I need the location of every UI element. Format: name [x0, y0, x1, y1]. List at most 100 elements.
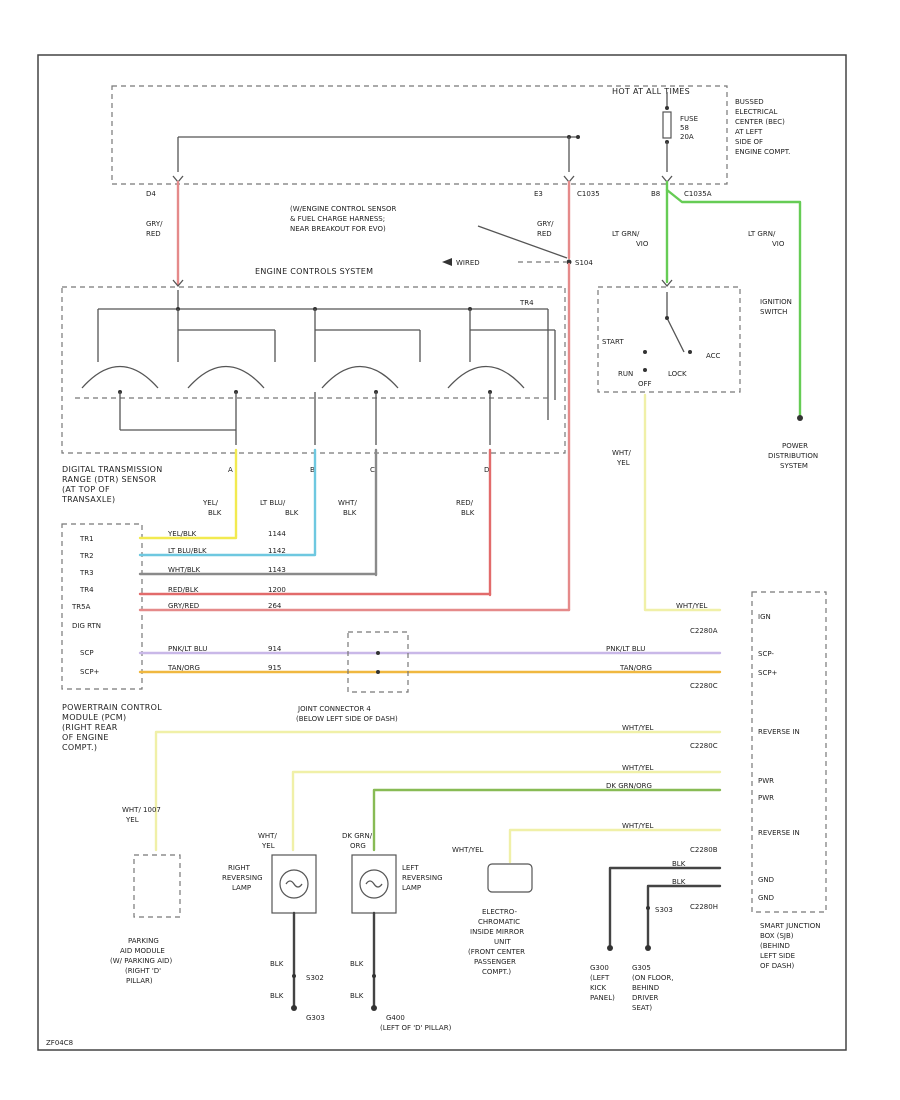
svg-text:SWITCH: SWITCH [760, 308, 787, 316]
g400-label: (LEFT OF 'D' PILLAR) [380, 1024, 452, 1032]
svg-text:YEL/BLK: YEL/BLK [167, 530, 197, 538]
sjb-connectors: C2280A C2280C C2280C C2280B C2280H [690, 627, 718, 911]
svg-text:DIGITAL TRANSMISSION: DIGITAL TRANSMISSION [62, 465, 163, 474]
sensor-pin-d: D [484, 466, 489, 474]
svg-text:(RIGHT 'D': (RIGHT 'D' [125, 967, 161, 975]
fuse-dot [665, 106, 669, 110]
s302-label: S302 [306, 974, 324, 982]
svg-text:SCP+: SCP+ [80, 668, 100, 676]
svg-text:PWR: PWR [758, 794, 774, 802]
wire-label: TAN/ORG [167, 664, 200, 672]
svg-text:C2280C: C2280C [690, 742, 718, 750]
svg-text:TR2: TR2 [79, 552, 94, 560]
ecs-note: (W/ENGINE CONTROL SENSOR & FUEL CHARGE H… [290, 205, 397, 233]
pin-b8: B8 [651, 190, 660, 198]
sjb-label: SMART JUNCTION BOX (SJB) (BEHIND LEFT SI… [760, 922, 821, 970]
g305-label: G305 (ON FLOOR, BEHIND DRIVER SEAT) [632, 964, 674, 1012]
svg-text:(W/ENGINE CONTROL SENSOR: (W/ENGINE CONTROL SENSOR [290, 205, 397, 213]
svg-text:PILLAR): PILLAR) [126, 977, 153, 985]
svg-text:LEFT SIDE: LEFT SIDE [760, 952, 795, 960]
wire-label: BLK [285, 509, 299, 517]
g303-label: G303 [306, 1014, 325, 1022]
svg-text:SCP: SCP [80, 649, 94, 657]
wire-blk-g300 [608, 866, 722, 947]
svg-text:TR5A: TR5A [71, 603, 91, 611]
wire-label: WHT/ [338, 499, 357, 507]
parking-aid-module [133, 854, 181, 918]
splice-dot [576, 135, 580, 139]
svg-text:POWER: POWER [782, 442, 808, 450]
ecs-title: ENGINE CONTROLS SYSTEM [255, 267, 373, 276]
hot-at-all-times-label: HOT AT ALL TIMES [612, 87, 690, 96]
svg-text:1200: 1200 [268, 586, 286, 594]
wire-label: RED/ [456, 499, 474, 507]
wire-wht-yel-rlamp [291, 770, 722, 852]
svg-text:DISTRIBUTION: DISTRIBUTION [768, 452, 818, 460]
wire-label: PNK/LT BLU [606, 645, 645, 653]
sjb-pins: IGN SCP- SCP+ REVERSE IN PWR PWR REVERSE… [758, 613, 800, 902]
svg-text:ACC: ACC [706, 352, 721, 360]
fuse-label: FUSE [680, 115, 698, 123]
svg-text:BEHIND: BEHIND [632, 984, 659, 992]
s104-label: S104 [575, 259, 593, 267]
sensor-pin-c: C [370, 466, 375, 474]
wire-ltblu-blk-pcm [138, 550, 317, 557]
tr-label: TR4 [519, 299, 534, 307]
g400-label: G400 [386, 1014, 405, 1022]
svg-text:PARKING: PARKING [128, 937, 159, 945]
wire-label: WHT/YEL [452, 846, 484, 854]
svg-text:MODULE (PCM): MODULE (PCM) [62, 713, 126, 722]
svg-text:G300: G300 [590, 964, 609, 972]
fuse-label: 58 [680, 124, 689, 132]
switch-blade [666, 317, 685, 353]
svg-text:ENGINE COMPT.: ENGINE COMPT. [735, 148, 790, 156]
svg-text:GRY/RED: GRY/RED [168, 602, 199, 610]
ignition-switch-label: IGNITION SWITCH [760, 298, 792, 316]
ground-g305 [645, 945, 651, 951]
switch-contact [643, 368, 647, 372]
svg-text:SCP-: SCP- [758, 650, 774, 658]
wire-label: WHT/YEL [622, 724, 654, 732]
wire-label: YEL [125, 816, 139, 824]
svg-text:REVERSE IN: REVERSE IN [758, 829, 800, 837]
jc-dot [376, 651, 380, 655]
dtrs-label: DIGITAL TRANSMISSION RANGE (DTR) SENSOR … [61, 465, 163, 504]
lamp-filament [285, 880, 303, 888]
l-lamp-label: LEFT REVERSING LAMP [402, 864, 443, 892]
svg-text:SIDE OF: SIDE OF [735, 138, 763, 146]
splice-s302 [292, 974, 296, 978]
arrow-wired [442, 258, 452, 266]
sjb-box [751, 591, 827, 913]
power-dist-dot [797, 415, 803, 421]
pcm-wire-labels: YEL/BLK LT BLU/BLK WHT/BLK RED/BLK GRY/R… [167, 530, 286, 610]
splice-s104 [566, 259, 572, 265]
wire-label: BLK [208, 509, 222, 517]
svg-text:(BELOW LEFT SIDE OF DASH): (BELOW LEFT SIDE OF DASH) [296, 715, 398, 723]
jc4-label: JOINT CONNECTOR 4 (BELOW LEFT SIDE OF DA… [296, 705, 398, 723]
svg-text:264: 264 [268, 602, 282, 610]
svg-text:UNIT: UNIT [494, 938, 511, 946]
wire-label: DK GRN/ORG [606, 782, 652, 790]
svg-text:LAMP: LAMP [232, 884, 251, 892]
fuse-58 [662, 111, 672, 139]
wired-label: WIRED [456, 259, 480, 267]
svg-text:POWERTRAIN CONTROL: POWERTRAIN CONTROL [62, 703, 162, 712]
svg-text:RUN: RUN [618, 370, 633, 378]
diagram-id: ZF04C8 [46, 1039, 73, 1047]
wire-label: WHT/YEL [622, 822, 654, 830]
svg-text:G305: G305 [632, 964, 651, 972]
diagram-frame [37, 54, 847, 1051]
svg-text:INSIDE MIRROR: INSIDE MIRROR [470, 928, 524, 936]
connector-glyph [172, 279, 184, 288]
svg-text:JOINT CONNECTOR 4: JOINT CONNECTOR 4 [297, 705, 371, 713]
mirror-label: ELECTRO- CHROMATIC INSIDE MIRROR UNIT (F… [468, 908, 525, 976]
svg-text:C2280A: C2280A [690, 627, 718, 635]
svg-text:AID MODULE: AID MODULE [120, 947, 165, 955]
svg-text:(LEFT: (LEFT [590, 974, 610, 982]
svg-text:(FRONT CENTER: (FRONT CENTER [468, 948, 525, 956]
svg-text:TR1: TR1 [79, 535, 94, 543]
svg-text:DRIVER: DRIVER [632, 994, 659, 1002]
lamp-filament [365, 880, 383, 888]
wire-label: LT BLU/ [260, 499, 286, 507]
svg-text:COMPT.): COMPT.) [62, 743, 97, 752]
